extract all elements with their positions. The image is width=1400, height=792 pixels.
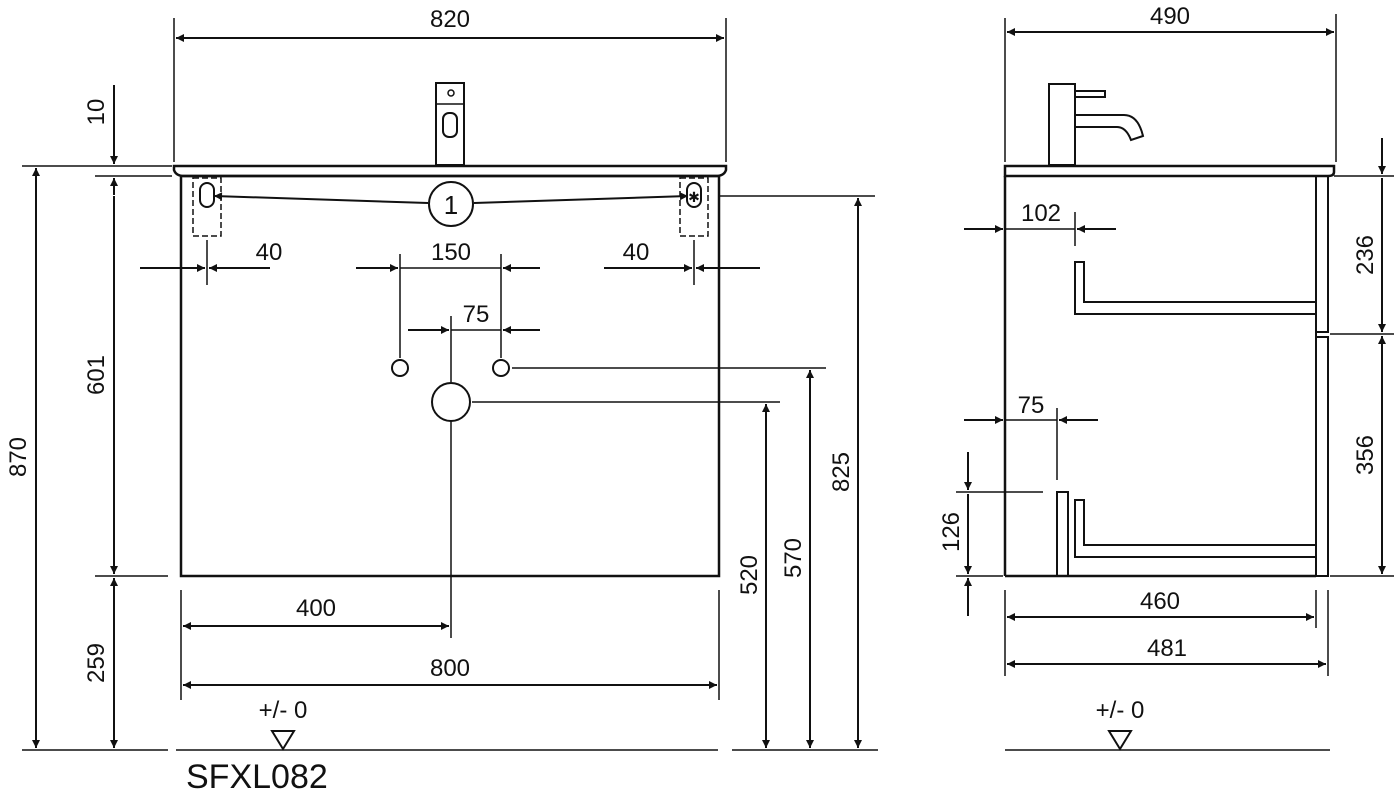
- callout-number: 1: [444, 190, 458, 220]
- side-floor-level-label: +/- 0: [1096, 697, 1145, 724]
- side-basin-top: [1003, 164, 1336, 178]
- dim-front-width-top: 820: [430, 6, 470, 33]
- dim-cabinet-height: 601: [83, 355, 110, 395]
- front-floor-level-label: +/- 0: [259, 697, 308, 724]
- right-mounting-bracket: ✱: [679, 177, 709, 237]
- dim-top-thickness: 10: [83, 99, 110, 126]
- dim-wall-distance-lower: 75: [1018, 392, 1045, 419]
- dim-waste-height: 520: [736, 555, 763, 595]
- dim-bracket-offset-right: 40: [623, 239, 650, 266]
- dim-cabinet-depth: 460: [1140, 588, 1180, 615]
- dim-plinth-height: 259: [83, 643, 110, 683]
- dim-waste-offset: 75: [463, 301, 490, 328]
- front-view: ✱ 1: [5, 6, 878, 792]
- dim-side-depth-top: 490: [1150, 3, 1190, 30]
- dim-upper-drawer-height: 236: [1352, 235, 1379, 275]
- dim-cabinet-depth-with-front: 481: [1147, 635, 1187, 662]
- dim-wall-distance-upper: 102: [1021, 200, 1061, 227]
- dim-tap-hole-height: 570: [780, 538, 807, 578]
- side-floor-level-symbol: [1107, 730, 1133, 751]
- dim-lower-drawer-height: 356: [1352, 435, 1379, 475]
- tap-hole-right: [492, 359, 510, 377]
- left-mounting-bracket: [192, 177, 222, 237]
- dim-cabinet-width: 800: [430, 655, 470, 682]
- front-faucet: [435, 82, 465, 166]
- side-view: 490 102 75 236 356 126 460 481 +/- 0: [938, 3, 1394, 751]
- lower-drawer-front: [1315, 336, 1329, 577]
- front-extension-lines: [22, 18, 878, 751]
- dim-bracket-offset-left: 40: [256, 239, 283, 266]
- side-faucet: [1048, 83, 1145, 166]
- front-dimension-lines: [32, 34, 862, 748]
- dim-tap-hole-spacing: 150: [431, 239, 471, 266]
- dim-total-height: 870: [5, 437, 32, 477]
- dim-bracket-height: 825: [828, 452, 855, 492]
- svg-text:✱: ✱: [688, 189, 700, 205]
- dim-waste-from-left: 400: [296, 595, 336, 622]
- upper-drawer-box: [1074, 261, 1317, 315]
- callout-bubble: 1: [213, 181, 689, 227]
- upper-drawer-front: [1315, 175, 1329, 333]
- waste-hole: [431, 382, 471, 422]
- front-floor-level-symbol: [270, 730, 296, 751]
- siphon-pipe: [1056, 491, 1069, 577]
- side-dimension-lines: [964, 28, 1386, 668]
- tap-hole-left: [391, 359, 409, 377]
- model-code: SFXL082: [186, 758, 328, 792]
- dim-siphon-height: 126: [938, 512, 965, 552]
- lower-drawer-box: [1074, 499, 1317, 558]
- front-basin-top: [172, 164, 728, 178]
- front-cabinet-body: [179, 174, 721, 578]
